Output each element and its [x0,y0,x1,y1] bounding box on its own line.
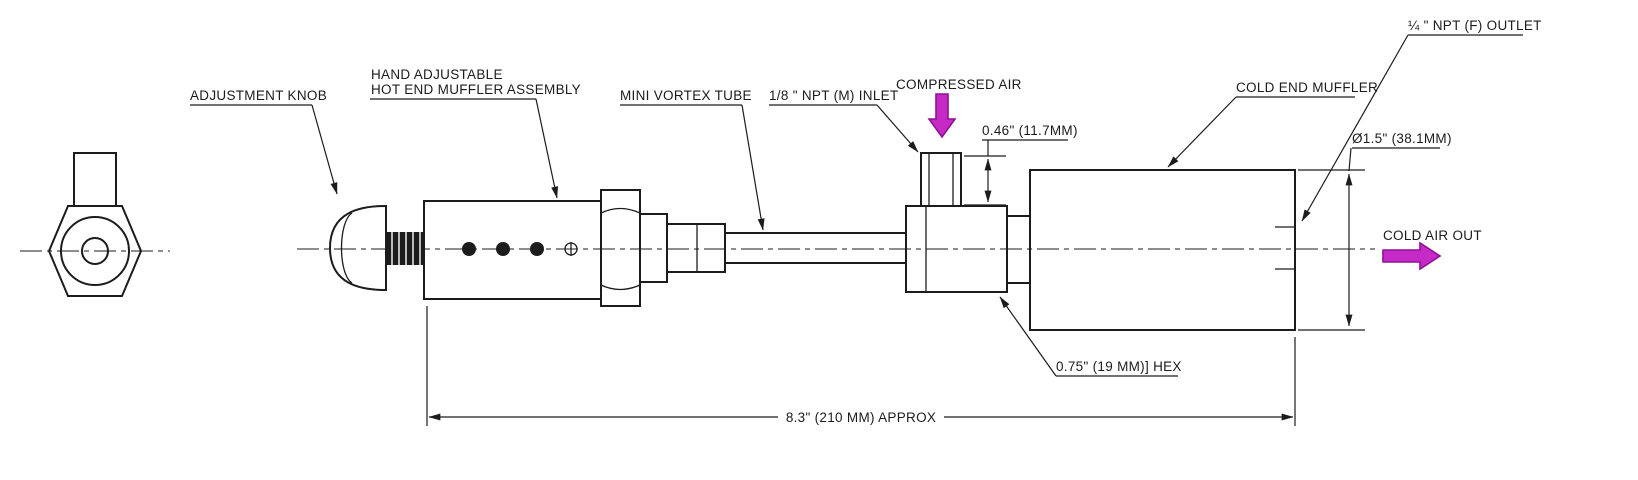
reducer-step-2 [666,223,726,273]
knob-outline [328,204,388,292]
reducer-step-1 [639,213,668,283]
end-view [20,152,170,297]
hex-nut-outline [600,189,641,307]
callout-adjustment-knob: ADJUSTMENT KNOB [190,88,338,195]
compressed-air-arrow-icon [927,93,957,139]
threaded-stem [386,232,424,265]
cold-end-muffler [1029,169,1296,331]
mini-vortex-tube-label: MINI VORTEX TUBE [620,88,752,103]
hex-chamfer-top [600,207,641,214]
cold-air-out-arrow-icon [1382,241,1442,271]
muffler-body-outline [423,200,602,300]
vent-hole [462,242,476,256]
end-view-hex-body [47,205,143,297]
vent-hole [530,242,544,256]
inlet-label: 1/8 " NPT (M) INLET [769,88,899,103]
hex-leader-line [999,296,1057,377]
callout-hot-end-muffler: HAND ADJUSTABLE HOT END MUFFLER ASSEMBLY [370,67,581,199]
inlet-block [905,152,1031,293]
dimension-muffler-diameter: Ø1.5" (38.1MM) [1298,131,1452,331]
callout-inlet: 1/8 " NPT (M) INLET [769,88,919,153]
callout-compressed-air: COMPRESSED AIR [896,77,1022,139]
hot-end-hex-nut [600,189,641,307]
hex-label: 0.75" (19 MM)] HEX [1056,359,1182,374]
inlet-leader-line [876,104,919,153]
muffler-diameter-value: Ø1.5" (38.1MM) [1352,131,1452,146]
adjustment-knob-leader-line [311,104,338,195]
end-view-inner-bore [81,237,109,265]
overall-length-value: 8.3" (210 MM) APPROX [786,410,936,425]
inlet-thread-length-value: 0.46" (11.7MM) [982,123,1078,138]
cold-end-muffler-label: COLD END MUFFLER [1236,80,1378,95]
dimension-overall-length: 8.3" (210 MM) APPROX [426,306,1296,426]
callout-outlet: ¼ " NPT (F) OUTLET [1301,18,1542,222]
cold-air-out-label: COLD AIR OUT [1383,228,1482,243]
callout-cold-air-out: COLD AIR OUT [1382,228,1482,271]
outlet-label: ¼ " NPT (F) OUTLET [1408,18,1542,33]
reducer-fitting [639,213,726,283]
callout-mini-vortex-tube: MINI VORTEX TUBE [620,88,765,231]
mini-vortex-tube-body [724,232,907,264]
hot-end-muffler-body [423,200,602,300]
end-view-inlet-boss [73,152,117,207]
cold-end-muffler-leader-line [1167,96,1237,168]
end-view-outer-bore [60,216,130,286]
mini-vortex-tube-leader-line [741,104,765,231]
dimension-inlet-thread-length: 0.46" (11.7MM) [964,123,1078,206]
adjustment-knob [328,204,388,292]
hot-end-label-line2: HOT END MUFFLER ASSEMBLY [371,82,581,97]
hot-end-leader-line [535,98,559,199]
callout-cold-end-muffler: COLD END MUFFLER [1167,80,1378,168]
knob-inner-arc [340,212,353,284]
callout-hex: 0.75" (19 MM)] HEX [999,296,1182,377]
muffler-diameter-connector [1348,147,1352,172]
outlet-leader-line [1301,34,1409,222]
inlet-thread-fitting [920,152,962,207]
cold-muffler-outline [1029,169,1296,331]
hot-end-label-line1: HAND ADJUSTABLE [371,67,503,82]
compressed-air-label: COMPRESSED AIR [896,77,1022,92]
hex-chamfer-bottom [600,284,641,291]
vent-hole [496,242,510,256]
adjustment-knob-label: ADJUSTMENT KNOB [190,88,327,103]
